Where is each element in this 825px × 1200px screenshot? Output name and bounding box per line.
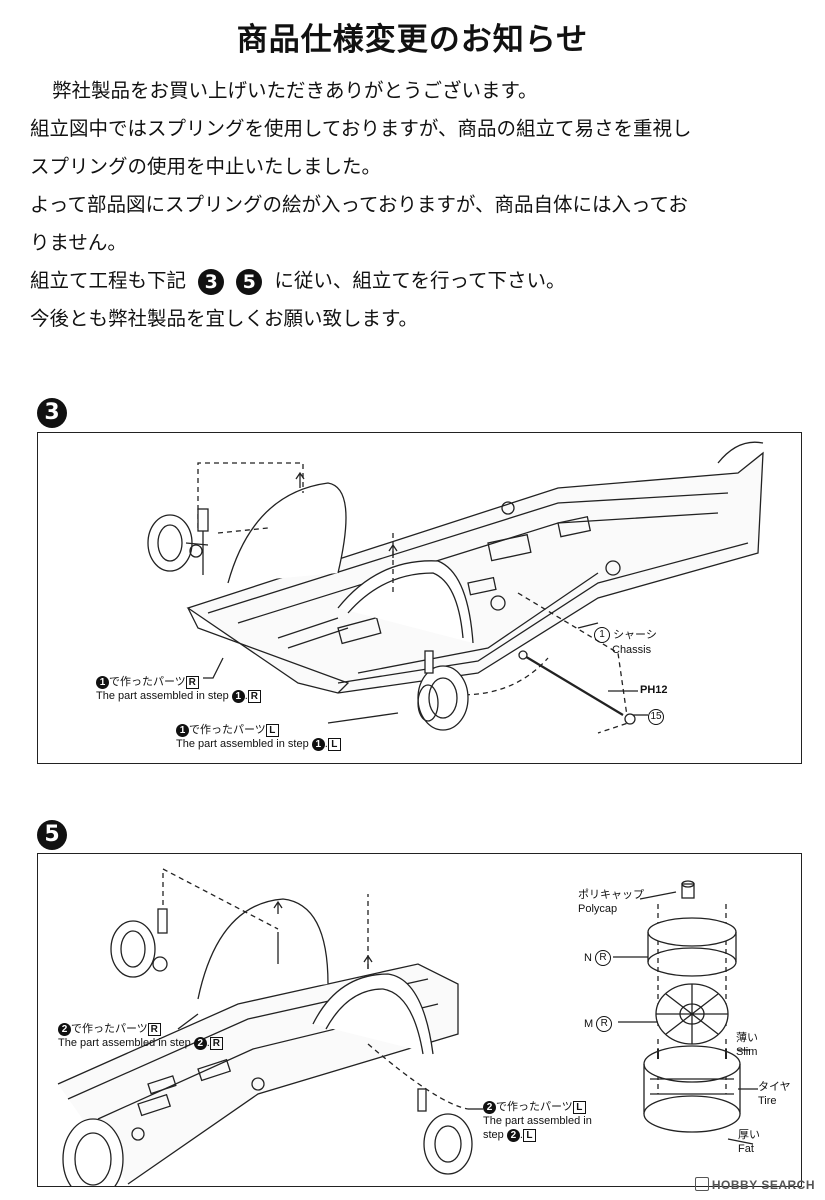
steps-suffix: に従い、組立てを行って下さい。 [274,269,566,292]
notice-line: 弊社製品をお買い上げいただきありがとうございます。 [52,79,538,102]
chassis-en: Chassis [612,644,652,656]
chassis-jp: シャーシ [613,628,657,641]
step-5-badge: 5 [37,820,67,850]
notice-line: 組立図中ではスプリングを使用しておりますが、商品の組立て易さを重視し [30,117,692,140]
step-3-marker: 3 [198,268,225,295]
notice-body: 弊社製品をお買い上げいただきありがとうございます。 組立図中ではスプリングを使用… [30,72,810,338]
notice-title: 商品仕様変更のお知らせ [236,22,589,58]
notice-line: よって部品図にスプリングの絵が入っておりますが、商品自体には入ってお [30,193,688,216]
notice-closing: 今後とも弊社製品を宜しくお願い致します。 [30,307,419,330]
hobby-search-logo-icon [694,1177,709,1191]
step-3-badge: 3 [37,398,67,428]
step-5-drawing [57,867,758,1186]
steps-prefix: 組立て工程も下記 [30,269,187,292]
part-code-label: PH12 [640,684,668,696]
step-3-drawing [147,441,764,734]
step-5-marker: 5 [236,268,263,295]
n-part-label: N R [584,950,612,966]
chassis-label: 1 シャーシ Chassis [594,627,657,657]
watermark: HOBBY SEARCH [694,1177,815,1192]
chassis-ref-ring: 1 [594,627,610,643]
part-ref-label: 15 [648,709,664,725]
notice-line: スプリングの使用を中止いたしました。 [30,155,382,178]
m-part-label: M R [584,1016,613,1032]
notice-line: りません。 [30,231,127,254]
part-ref-ring: 15 [648,709,664,725]
